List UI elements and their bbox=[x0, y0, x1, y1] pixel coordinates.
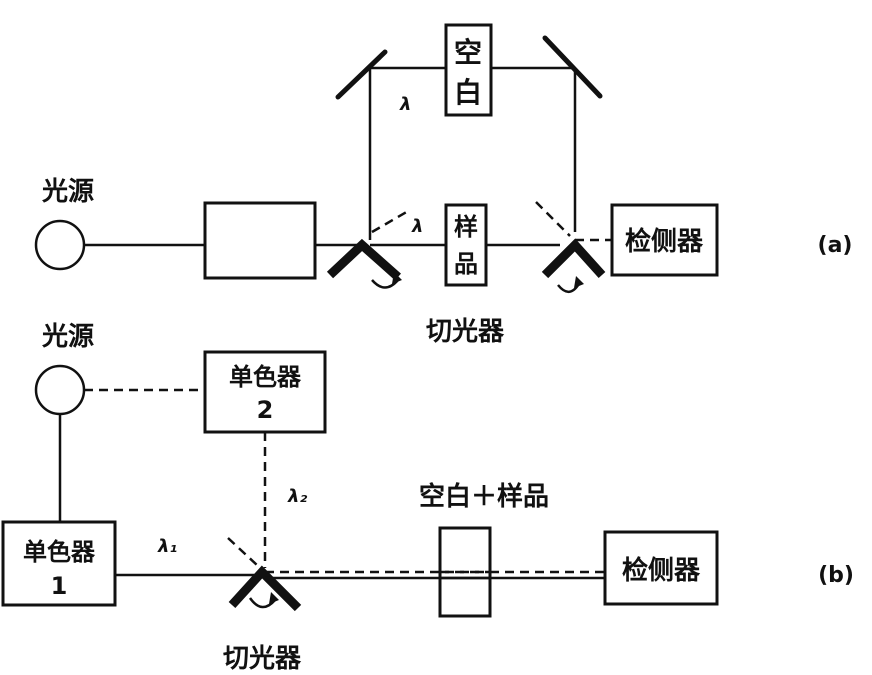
mirror-top-right-a bbox=[542, 35, 603, 99]
mono1-label-1: 单色器 bbox=[23, 538, 96, 566]
panel-label-b: (b) bbox=[818, 563, 854, 588]
lambda-top-a: λ bbox=[399, 94, 411, 115]
chopper-a-right bbox=[541, 238, 606, 279]
source-label-b: 光源 bbox=[41, 322, 94, 352]
sample-label-1: 样 bbox=[454, 213, 478, 241]
chopper-a-right-arrowhead bbox=[574, 276, 584, 288]
panel-b: 光源 单色器 2 λ₂ 单色器 1 λ₁ 空白＋样品 检侧器 切光器 (b) bbox=[1, 322, 854, 674]
light-source-b bbox=[34, 364, 86, 416]
chopper-a-left-dashed bbox=[371, 208, 411, 234]
chopper-a-left-arrowhead bbox=[392, 272, 402, 284]
chopper-b-dashed bbox=[227, 537, 259, 567]
lambda-mid-a: λ bbox=[411, 216, 423, 237]
detector-box-b bbox=[603, 530, 719, 606]
monochromator-box-a bbox=[203, 201, 317, 280]
chopper-a-right-dashed bbox=[535, 201, 571, 237]
detector-box-a bbox=[610, 203, 719, 277]
panel-label-a: (a) bbox=[818, 233, 853, 258]
lambda2-label: λ₂ bbox=[287, 486, 307, 507]
mirror-top-left-a bbox=[335, 49, 388, 100]
blank-label-2: 白 bbox=[454, 76, 482, 109]
chopper-b bbox=[228, 565, 302, 612]
lambda1-label: λ₁ bbox=[157, 536, 177, 557]
source-label-a: 光源 bbox=[41, 177, 94, 207]
chopper-label-b: 切光器 bbox=[223, 644, 302, 674]
detector-label-b: 检侧器 bbox=[622, 555, 701, 586]
chopper-a-left bbox=[326, 238, 401, 281]
mono1-label-2: 1 bbox=[51, 572, 68, 600]
monochromator2-box bbox=[203, 350, 327, 434]
light-source-a bbox=[34, 219, 86, 271]
monochromator1-box bbox=[1, 520, 117, 607]
chopper-label-a: 切光器 bbox=[426, 317, 505, 347]
cell-label: 空白＋样品 bbox=[419, 481, 549, 512]
blank-box-a bbox=[444, 23, 493, 117]
blank-label-1: 空 bbox=[454, 36, 482, 69]
mono2-label-1: 单色器 bbox=[229, 363, 302, 391]
mono2-label-2: 2 bbox=[257, 396, 274, 424]
panel-a: 光源 λ 空 白 样 品 λ bbox=[34, 23, 853, 347]
sample-label-2: 品 bbox=[454, 250, 478, 278]
chopper-b-arrowhead bbox=[269, 592, 279, 604]
detector-label-a: 检侧器 bbox=[625, 226, 704, 257]
